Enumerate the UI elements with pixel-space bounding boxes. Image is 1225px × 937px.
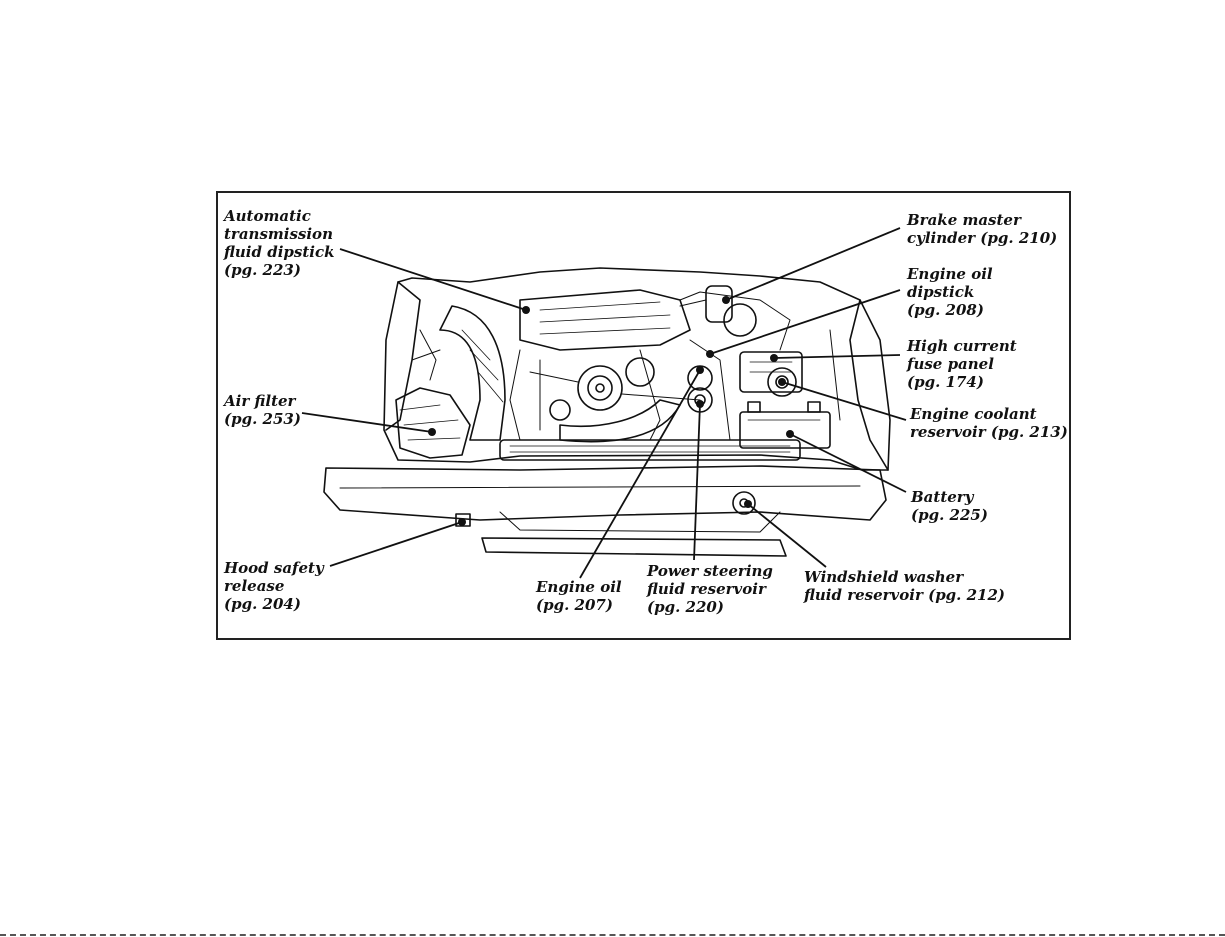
leader-atf-dipstick (339, 248, 527, 311)
label-air-filter: Air filter (pg. 253) (224, 392, 301, 428)
pulley (549, 399, 571, 421)
leader-coolant (781, 381, 907, 421)
fuse-panel (739, 351, 803, 393)
label-washer-fluid: Windshield washer fluid reservoir (pg. 2… (804, 568, 1006, 604)
label-brake-master: Brake master cylinder (pg. 210) (907, 211, 1058, 247)
air-filter-box (395, 387, 471, 459)
label-battery: Battery (pg. 225) (911, 488, 988, 524)
label-oil-dipstick: Engine oil dipstick (pg. 208) (907, 265, 993, 319)
diagram-frame (216, 191, 1071, 640)
label-atf-dipstick: Automatic transmission fluid dipstick (p… (224, 207, 335, 279)
hood-latch (455, 513, 471, 527)
leader-fuse-panel (773, 354, 901, 359)
leader-engine-oil (579, 369, 701, 579)
coolant-reservoir (767, 367, 797, 397)
radiator-support (323, 465, 887, 521)
label-fuse-panel: High current fuse panel (pg. 174) (907, 337, 1017, 391)
intake-duct (439, 305, 506, 441)
page-edge-rule (0, 934, 1225, 936)
label-coolant: Engine coolant reservoir (pg. 213) (910, 405, 1068, 441)
leader-power-steering (693, 403, 701, 561)
leader-oil-dipstick (709, 289, 901, 355)
leader-hood-release (329, 521, 463, 567)
label-power-steering: Power steering fluid reservoir (pg. 220) (647, 562, 773, 616)
brake-master-cylinder (705, 285, 733, 323)
lower-grille (481, 537, 787, 557)
label-engine-oil: Engine oil (pg. 207) (536, 578, 622, 614)
battery (739, 411, 831, 449)
leader-battery (789, 433, 907, 493)
intake-plenum (519, 289, 691, 351)
leader-washer-fluid (747, 503, 827, 568)
leader-brake-master (725, 227, 901, 301)
washer-reservoir (732, 491, 756, 515)
label-hood-release: Hood safety release (pg. 204) (224, 559, 324, 613)
engine-bay-outline (383, 267, 891, 471)
right-fender (849, 299, 889, 471)
alternator (577, 365, 623, 411)
leader-air-filter (301, 412, 433, 433)
